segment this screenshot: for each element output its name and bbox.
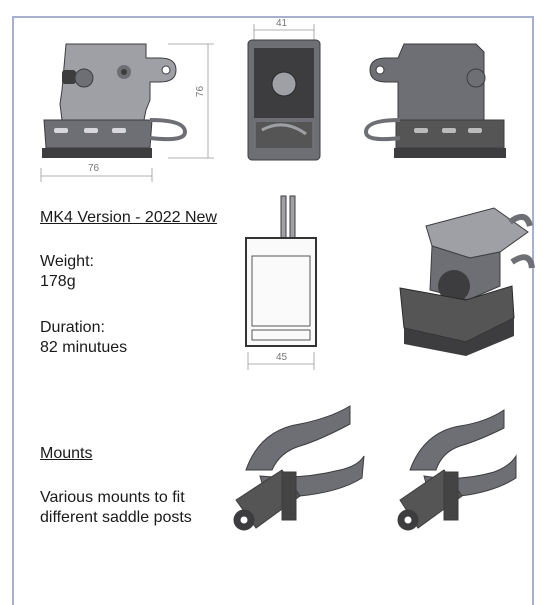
duration-value: 82 minutues [40, 339, 128, 356]
weight-value: 178g [40, 273, 76, 290]
duration-label: Duration: [40, 319, 105, 336]
mounts-desc-line1: Various mounts to fit [40, 489, 185, 506]
version-heading: MK4 Version - 2022 New [40, 209, 217, 226]
weight-label: Weight: [40, 253, 94, 270]
mounts-title: Mounts [40, 445, 93, 462]
dim-front-top: 41 [276, 18, 288, 29]
frame-border-top [12, 16, 534, 18]
dim-bottom-width: 45 [276, 352, 288, 363]
dim-side-height: 76 [195, 85, 207, 98]
dim-side-width: 76 [88, 163, 100, 174]
frame-border-left [12, 16, 14, 605]
frame-border-right [532, 16, 534, 605]
mounts-desc-line2: different saddle posts [40, 509, 192, 526]
